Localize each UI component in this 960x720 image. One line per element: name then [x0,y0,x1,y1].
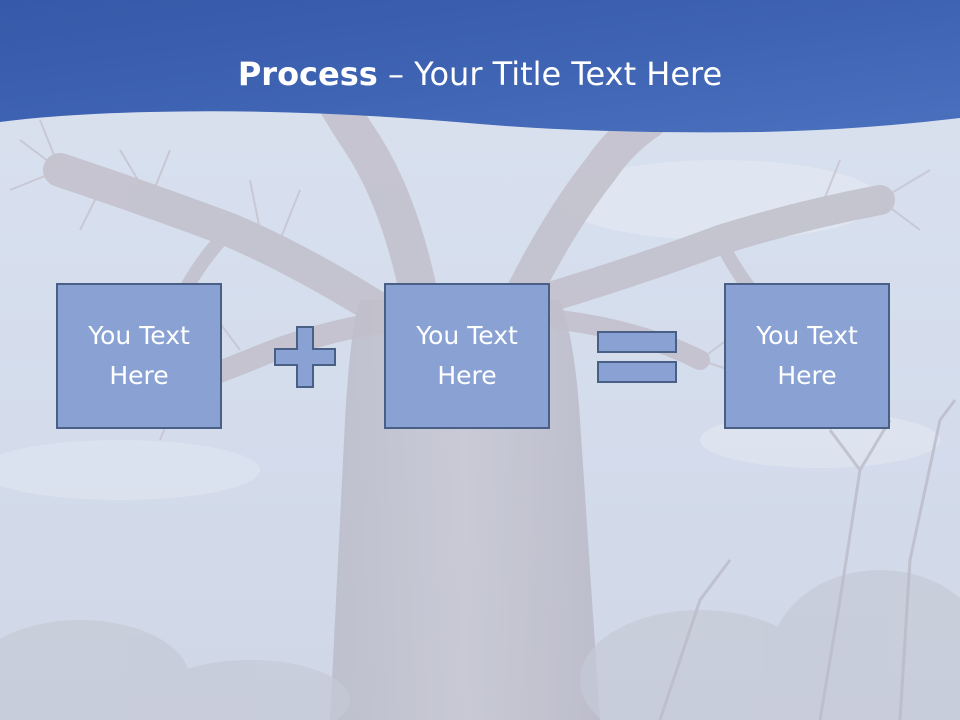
text-box-1-label: You Text Here [88,321,190,390]
slide-title: Process – Your Title Text Here [0,52,960,96]
text-box-3-label: You Text Here [756,321,858,390]
title-bold: Process [237,55,378,93]
equals-icon [597,331,677,383]
text-box-3[interactable]: You Text Here [724,283,890,429]
text-box-2[interactable]: You Text Here [384,283,550,429]
text-box-1[interactable]: You Text Here [56,283,222,429]
header-band [0,0,960,133]
title-rest: – Your Title Text Here [377,55,723,93]
text-box-2-label: You Text Here [416,321,518,390]
plus-icon [274,326,336,388]
